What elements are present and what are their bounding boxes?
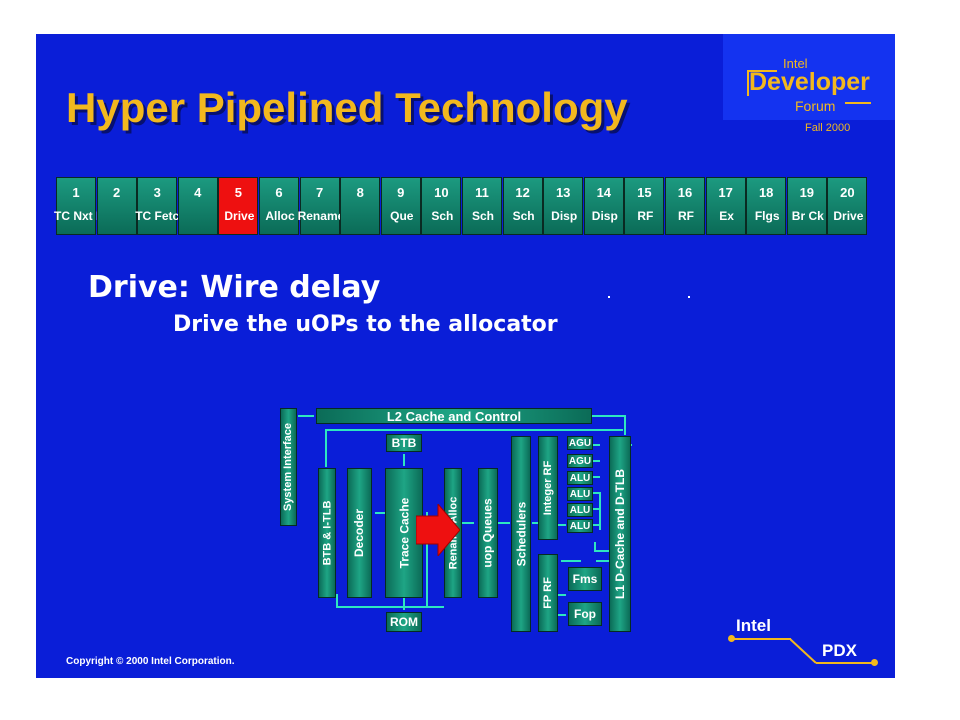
idf-logo-intel: Intel [783,56,808,71]
brand-intel: Intel [736,616,771,635]
stage-number: 18 [758,185,774,200]
copyright: Copyright © 2000 Intel Corporation. [66,656,235,667]
fms-block: Fms [568,567,602,591]
stage-label: Drive [833,209,864,223]
stage-number: 16 [677,185,693,200]
slide: Intel Developer Forum Fall 2000 Hyper Pi… [36,34,895,678]
stage-label: Sch [431,209,454,223]
idf-logo-developer: Developer [749,68,870,96]
stage-number: 1 [72,185,80,200]
heading: Drive: Wire delay [88,270,381,305]
alu-block-2: ALU [567,487,593,501]
stage-number: 9 [397,185,405,200]
stage-label: Que [390,209,414,223]
block-diagram: L2 Cache and Control System Interface BT… [36,34,895,678]
stage-number: 20 [840,185,855,200]
btb-block: BTB [386,434,422,452]
stage-number: 5 [234,185,242,200]
fp-rf-block: FP RF [538,554,558,632]
integer-rf-block: Integer RF [538,436,558,540]
stage-number: 12 [515,185,530,200]
stage-number: 6 [275,185,283,200]
stage-label: Sch [471,209,494,223]
stage-label: TC Nxt IP [54,209,108,223]
alu-block-4: ALU [567,519,593,533]
idf-logo-forum: Forum [795,98,836,114]
l1-dcache-block: L1 D-Cache and D-TLB [609,436,631,632]
alu-block-1: ALU [567,471,593,485]
stage-number: 7 [315,185,324,200]
brand-pdx: PDX [822,641,857,660]
stage-number: 8 [356,185,364,200]
stage-number: 19 [799,185,815,200]
drive-arrow [416,504,460,556]
stage-label: Alloc [265,209,295,223]
stage-label: Ex [719,209,734,223]
stage-number: 10 [434,185,449,200]
pipeline-stage-1: 1 TC Nxt IP [54,177,107,235]
l2-cache-block: L2 Cache and Control [316,408,592,424]
stage-number: 2 [112,185,121,200]
pipeline-stage-2: 2 [96,177,137,235]
fop-block: Fop [568,602,602,626]
stage-label: RF [637,209,654,223]
stage-label: Br Ck [791,209,824,223]
stage-number: 11 [475,185,489,200]
stage-label: Disp [591,209,618,223]
agu-block-2: AGU [567,454,593,468]
stage-number: 15 [637,185,652,200]
stage-label: Drive [224,209,255,223]
stage-number: 17 [718,185,733,200]
stage-number: 14 [596,185,612,200]
stage-number: 3 [153,185,161,200]
stage-label: Disp [551,209,578,223]
pipeline-stage-19: 19 Br Ck [786,177,827,235]
stage-label: TC Fetch [135,209,187,223]
pipeline-stage-8: 8 [340,177,381,235]
decoder-block: Decoder [347,468,372,598]
pipeline-stage-4: 4 [177,177,218,235]
system-interface-block: System Interface [280,408,297,526]
stage-number: 13 [555,185,571,200]
pipeline-stage-3: 3 TC Fetch [135,177,187,235]
stage-label: RF [678,209,694,223]
stage-label: Sch [512,209,535,223]
stage-number: 4 [194,185,202,200]
schedulers-block: Schedulers [511,436,531,632]
rom-block: ROM [386,612,422,632]
subheading: Drive the uOPs to the allocator [173,312,558,337]
uop-queues-block: uop Queues [478,468,498,598]
slide-title: Hyper Pipelined Technology [66,84,628,131]
btb-itlb-block: BTB & I-TLB [318,468,336,598]
stage-label: Rename [297,209,345,223]
idf-logo-fall: Fall 2000 [805,122,851,134]
stage-label: Flgs [754,209,780,223]
alu-block-3: ALU [567,503,593,517]
idf-logo: Intel Developer Forum Fall 2000 [723,34,895,134]
agu-block-1: AGU [567,436,593,450]
